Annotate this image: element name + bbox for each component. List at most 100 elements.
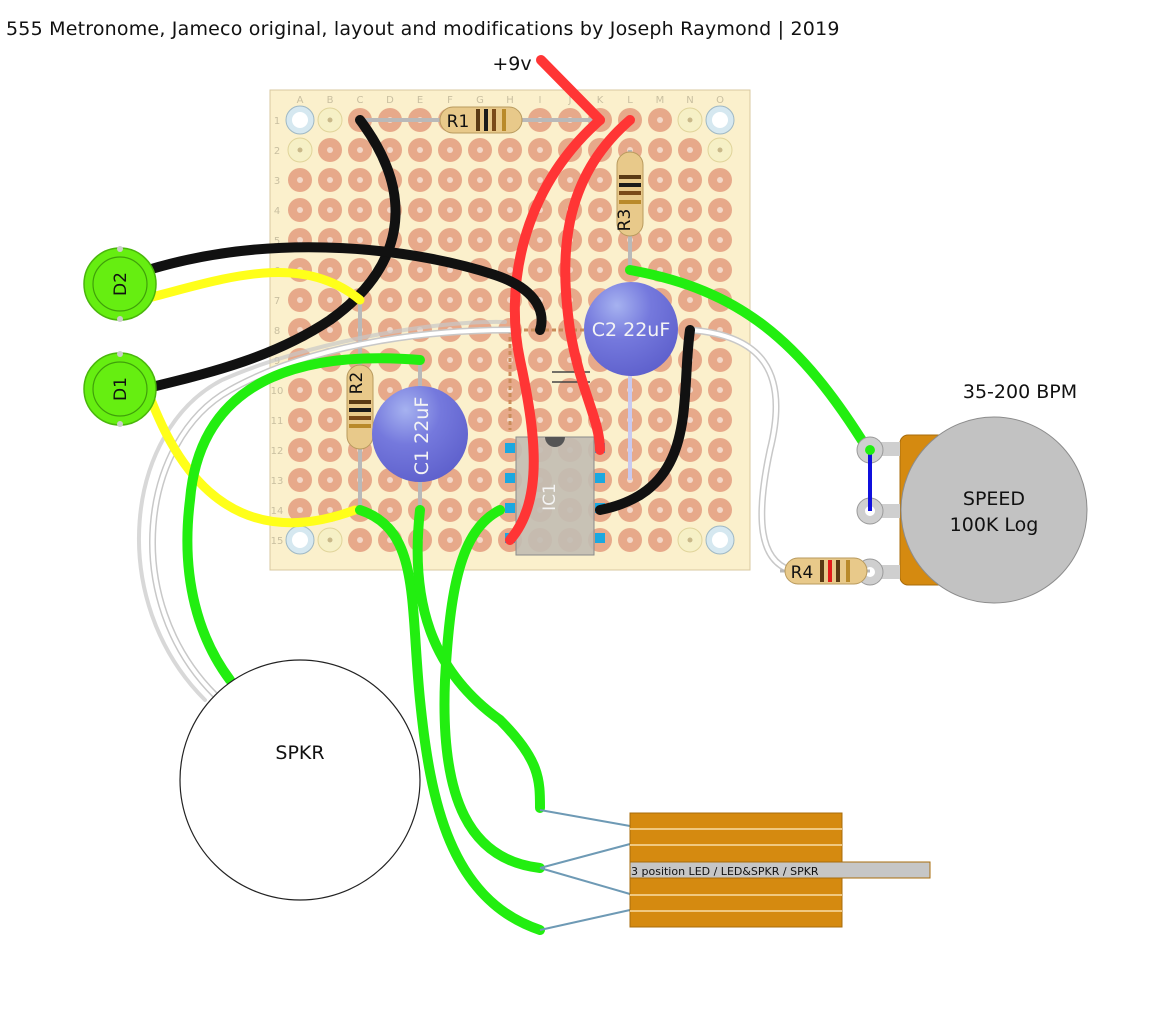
- row-label: 14: [271, 506, 284, 517]
- yellow-wires: [143, 268, 365, 528]
- switch-leads: [539, 809, 631, 931]
- board-pad: [438, 168, 462, 192]
- board-pad: [317, 527, 343, 553]
- r4-label: R4: [791, 563, 814, 583]
- board-pad: [438, 348, 462, 372]
- column-label: O: [716, 95, 724, 106]
- board-pad: [288, 468, 312, 492]
- board-pad: [588, 168, 612, 192]
- board-pad: [528, 258, 552, 282]
- board-pad: [408, 288, 432, 312]
- board-pad: [708, 348, 732, 372]
- board-pad: [678, 198, 702, 222]
- board-pad: [708, 168, 732, 192]
- board-pad: [558, 378, 582, 402]
- row-label: 11: [271, 416, 284, 427]
- trace-cuts: [508, 328, 585, 430]
- board-pad: [708, 468, 732, 492]
- board-pad: [648, 528, 672, 552]
- board-pad: [438, 198, 462, 222]
- board-pad: [318, 468, 342, 492]
- column-label: C: [357, 95, 364, 106]
- row-label: 3: [274, 176, 280, 187]
- board-pad: [468, 228, 492, 252]
- ic1-label: IC1: [540, 483, 560, 511]
- board-pad: [678, 438, 702, 462]
- board-pad: [705, 525, 735, 555]
- switch-label: 3 position LED / LED&SPKR / SPKR: [631, 865, 819, 878]
- d1-led: D1: [83, 351, 157, 427]
- board-pad: [708, 228, 732, 252]
- board-pad: [378, 498, 402, 522]
- board-pad: [648, 138, 672, 162]
- board-pad: [528, 228, 552, 252]
- column-label: E: [417, 95, 423, 106]
- board-pad: [708, 198, 732, 222]
- board-pad: [498, 228, 522, 252]
- row-label: 8: [274, 326, 280, 337]
- r4-resistor: R4: [780, 557, 870, 585]
- board-pad: [588, 258, 612, 282]
- c1-label: C1 22uF: [411, 397, 433, 476]
- board-pad: [438, 528, 462, 552]
- row-label: 7: [274, 296, 280, 307]
- board-pad: [288, 198, 312, 222]
- r2-label: R2: [347, 372, 367, 395]
- board-pad: [618, 528, 642, 552]
- board-pad: [438, 228, 462, 252]
- supply-label: +9v: [492, 53, 531, 75]
- green-wires: [182, 265, 873, 935]
- board-pad: [677, 107, 703, 133]
- board-pad: [705, 105, 735, 135]
- board-pad: [648, 198, 672, 222]
- board-pad: [708, 498, 732, 522]
- row-label: 5: [274, 236, 280, 247]
- board-pad: [708, 438, 732, 462]
- board-pad: [318, 288, 342, 312]
- board-pad: [708, 378, 732, 402]
- board-pad: [468, 288, 492, 312]
- board-pad: [678, 228, 702, 252]
- column-label: M: [656, 95, 665, 106]
- board-pad: [678, 498, 702, 522]
- row-label: 2: [274, 146, 280, 157]
- board-pad: [588, 228, 612, 252]
- column-label: I: [539, 95, 542, 106]
- row-label: 1: [274, 116, 280, 127]
- column-label: H: [506, 95, 514, 106]
- board-pad: [438, 498, 462, 522]
- board-pad: [588, 378, 612, 402]
- board-pad: [528, 348, 552, 372]
- board-pad: [708, 408, 732, 432]
- column-label: F: [447, 95, 453, 106]
- row-label: 10: [271, 386, 284, 397]
- board-pad: [588, 198, 612, 222]
- board-pad: [678, 168, 702, 192]
- board-pad: [468, 408, 492, 432]
- board-pad: [378, 288, 402, 312]
- d2-label: D2: [111, 272, 131, 296]
- board-pad: [288, 438, 312, 462]
- ic1-chip: IC1: [505, 436, 605, 556]
- board-pad: [438, 288, 462, 312]
- column-label: G: [476, 95, 484, 106]
- board-pad: [648, 378, 672, 402]
- board-pad: [288, 378, 312, 402]
- r1-label: R1: [447, 112, 470, 132]
- board-pad: [348, 258, 372, 282]
- board-pad: [468, 378, 492, 402]
- r3-resistor: R3: [615, 151, 644, 237]
- board-pad: [708, 258, 732, 282]
- board-pad: [498, 168, 522, 192]
- board-pad: [318, 168, 342, 192]
- board-pad: [438, 138, 462, 162]
- d1-label: D1: [111, 377, 131, 401]
- r3-label: R3: [615, 209, 635, 232]
- column-label: L: [627, 95, 633, 106]
- board-pad: [318, 438, 342, 462]
- column-label: A: [297, 95, 304, 106]
- row-label: 9: [274, 356, 280, 367]
- bpm-range-label: 35-200 BPM: [963, 381, 1077, 403]
- white-wires: [137, 319, 794, 702]
